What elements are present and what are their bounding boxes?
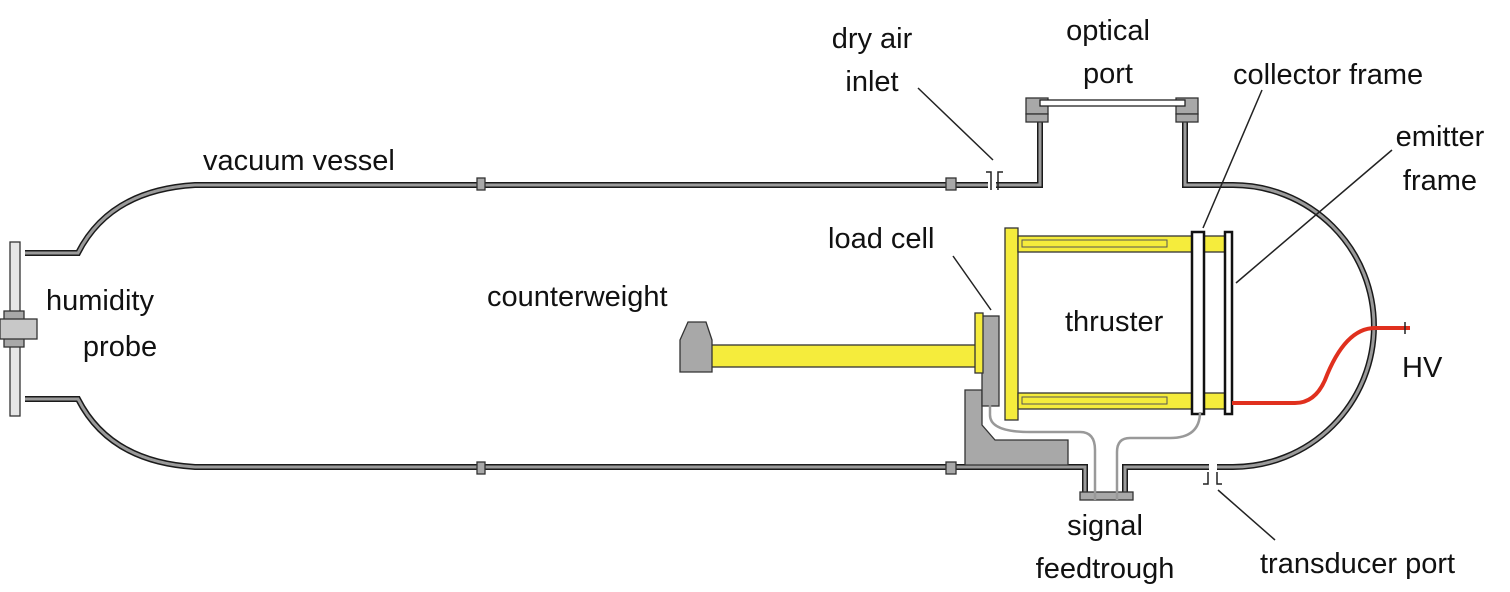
label-humidity: humidity bbox=[46, 285, 154, 317]
flange-joint bbox=[476, 461, 486, 475]
vacuum-vessel bbox=[25, 115, 1377, 495]
leader-load-cell bbox=[952, 255, 992, 311]
label-emitter: emitter bbox=[1396, 121, 1485, 153]
label-load-cell: load cell bbox=[828, 223, 934, 255]
label-probe: probe bbox=[83, 331, 157, 363]
label-inlet: inlet bbox=[845, 66, 898, 98]
flange-joint bbox=[945, 461, 957, 475]
balance-arm bbox=[689, 344, 981, 368]
label-port: port bbox=[1083, 58, 1133, 90]
flange-joint bbox=[476, 177, 486, 191]
flange-joint bbox=[945, 177, 957, 191]
label-signal: signal bbox=[1067, 510, 1143, 542]
emitter-frame bbox=[1223, 230, 1234, 416]
optical-port bbox=[1025, 97, 1199, 123]
leader-dry-air-inlet bbox=[917, 87, 994, 161]
label-counterweight: counterweight bbox=[487, 281, 668, 313]
label-transducer-port: transducer port bbox=[1260, 548, 1455, 580]
label-dry-air: dry air bbox=[832, 23, 913, 55]
humidity-probe-plate bbox=[0, 241, 38, 417]
load-cell bbox=[981, 315, 1000, 407]
leader-collector-frame bbox=[1202, 89, 1263, 229]
label-collector-frame: collector frame bbox=[1233, 59, 1423, 91]
label-thruster: thruster bbox=[1065, 306, 1164, 338]
counterweight bbox=[679, 321, 713, 373]
label-vacuum-vessel: vacuum vessel bbox=[203, 145, 395, 177]
signal-feedthrough-flange bbox=[1079, 491, 1134, 501]
leader-emitter-frame bbox=[1235, 149, 1393, 284]
label-optical: optical bbox=[1066, 15, 1150, 47]
hv-cable bbox=[1232, 326, 1410, 405]
label-hv: HV bbox=[1402, 352, 1443, 384]
label-feedtrough: feedtrough bbox=[1036, 553, 1175, 585]
signal-cable bbox=[1115, 411, 1202, 500]
collector-frame bbox=[1190, 230, 1206, 416]
leader-transducer-port bbox=[1217, 489, 1276, 541]
label-frame: frame bbox=[1403, 165, 1477, 197]
signal-cable bbox=[988, 405, 1097, 500]
